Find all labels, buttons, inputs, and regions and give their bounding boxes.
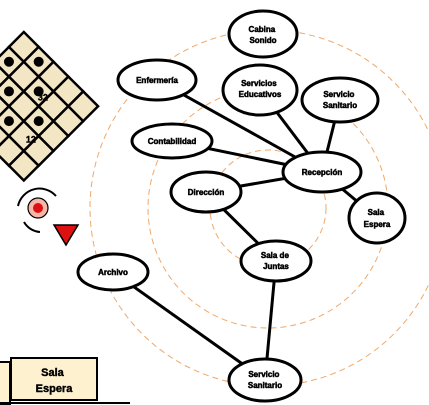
connection-line [112,270,266,382]
tile-token [33,56,44,67]
card-label: Sala [41,367,65,379]
svg-text:Cabina Sonido: Cabina Sonido [249,25,278,45]
svg-text:Servicio Sanitario: Servicio Sanitario [248,370,282,390]
tile-token [33,86,44,97]
node-label: Sonido [249,36,276,45]
rotation-marker[interactable] [17,187,80,247]
tile-token [33,116,44,127]
node-label: Servicio [323,90,354,99]
rotate-arrow-icon [23,221,41,233]
svg-text:Enfermería: Enfermería [136,76,178,85]
node-direccion[interactable]: Dirección [169,170,243,214]
node-label: Sanitario [323,101,357,110]
node-ellipse [347,191,407,245]
card-label: Espera [36,383,74,395]
node-archivo[interactable]: Archivo [76,252,150,292]
room-card-partial[interactable] [0,361,11,405]
tile-token [3,56,14,67]
node-ellipse [227,357,303,403]
tile-board: 12 32 [0,30,100,183]
svg-text:Servicio Sanitario: Servicio Sanitario [323,90,357,110]
node-label: Servicio [248,370,279,379]
node-ellipse [300,76,380,124]
pointer-triangle-icon[interactable] [52,224,80,247]
room-card [10,357,98,401]
svg-text:Archivo: Archivo [98,268,128,277]
node-servicio-sanitario-bottom[interactable]: Servicio Sanitario [227,357,303,403]
node-sala-juntas[interactable]: Sala de Juntas [239,239,313,283]
marker-core [33,203,43,213]
svg-text:Dirección: Dirección [188,188,225,197]
svg-text:Servicios Educativos: Servicios Educativos [239,79,282,99]
board-label: 32 [38,93,48,103]
node-ellipse [116,58,198,102]
node-label: Contabilidad [148,137,197,146]
svg-text:Contabilidad: Contabilidad [148,137,197,146]
node-ellipse [281,150,363,194]
node-label: Sala de [261,251,290,260]
node-label: Sala [368,208,385,217]
node-label: Cabina [249,25,276,34]
svg-text:Recepción: Recepción [302,168,343,177]
board-tiles [0,30,100,183]
tile-token [3,116,14,127]
node-label: Sanitario [248,381,282,390]
node-label: Recepción [302,168,343,177]
node-enfermeria[interactable]: Enfermería [116,58,198,102]
node-ellipse [130,122,214,160]
node-ellipse [227,9,299,59]
room-card [0,361,11,405]
node-servicios[interactable]: Servicios Educativos [221,63,299,117]
node-label: Espera [364,220,391,229]
node-label: Juntas [263,262,289,271]
node-sala-espera[interactable]: Sala Espera [347,191,407,245]
svg-text:Sala de Juntas: Sala de Juntas [261,251,291,271]
node-label: Dirección [188,188,225,197]
node-label: Archivo [98,268,128,277]
node-cabina[interactable]: Cabina Sonido [227,9,299,59]
rotate-arrow-icon [17,187,57,207]
node-label: Enfermería [136,76,178,85]
svg-text:Sala Espera: Sala Espera [364,208,391,229]
node-ellipse [169,170,243,214]
board-tile [66,89,100,123]
node-recepcion[interactable]: Recepción [281,150,363,194]
node-servicio-sanitario-top[interactable]: Servicio Sanitario [300,76,380,124]
svg-text:Sala Espera: Sala Espera [36,367,74,395]
tile-token [3,86,14,97]
room-card-sala-espera[interactable]: Sala Espera [10,357,98,401]
nodes: Cabina Sonido Enfermería Servicios Educa… [76,9,407,403]
node-ellipse [76,252,150,292]
node-contabilidad[interactable]: Contabilidad [130,122,214,160]
node-ellipse [239,239,313,283]
node-label: Servicios [241,79,277,88]
board-label: 12 [26,134,36,144]
node-label: Educativos [239,90,282,99]
node-ellipse [221,63,299,117]
